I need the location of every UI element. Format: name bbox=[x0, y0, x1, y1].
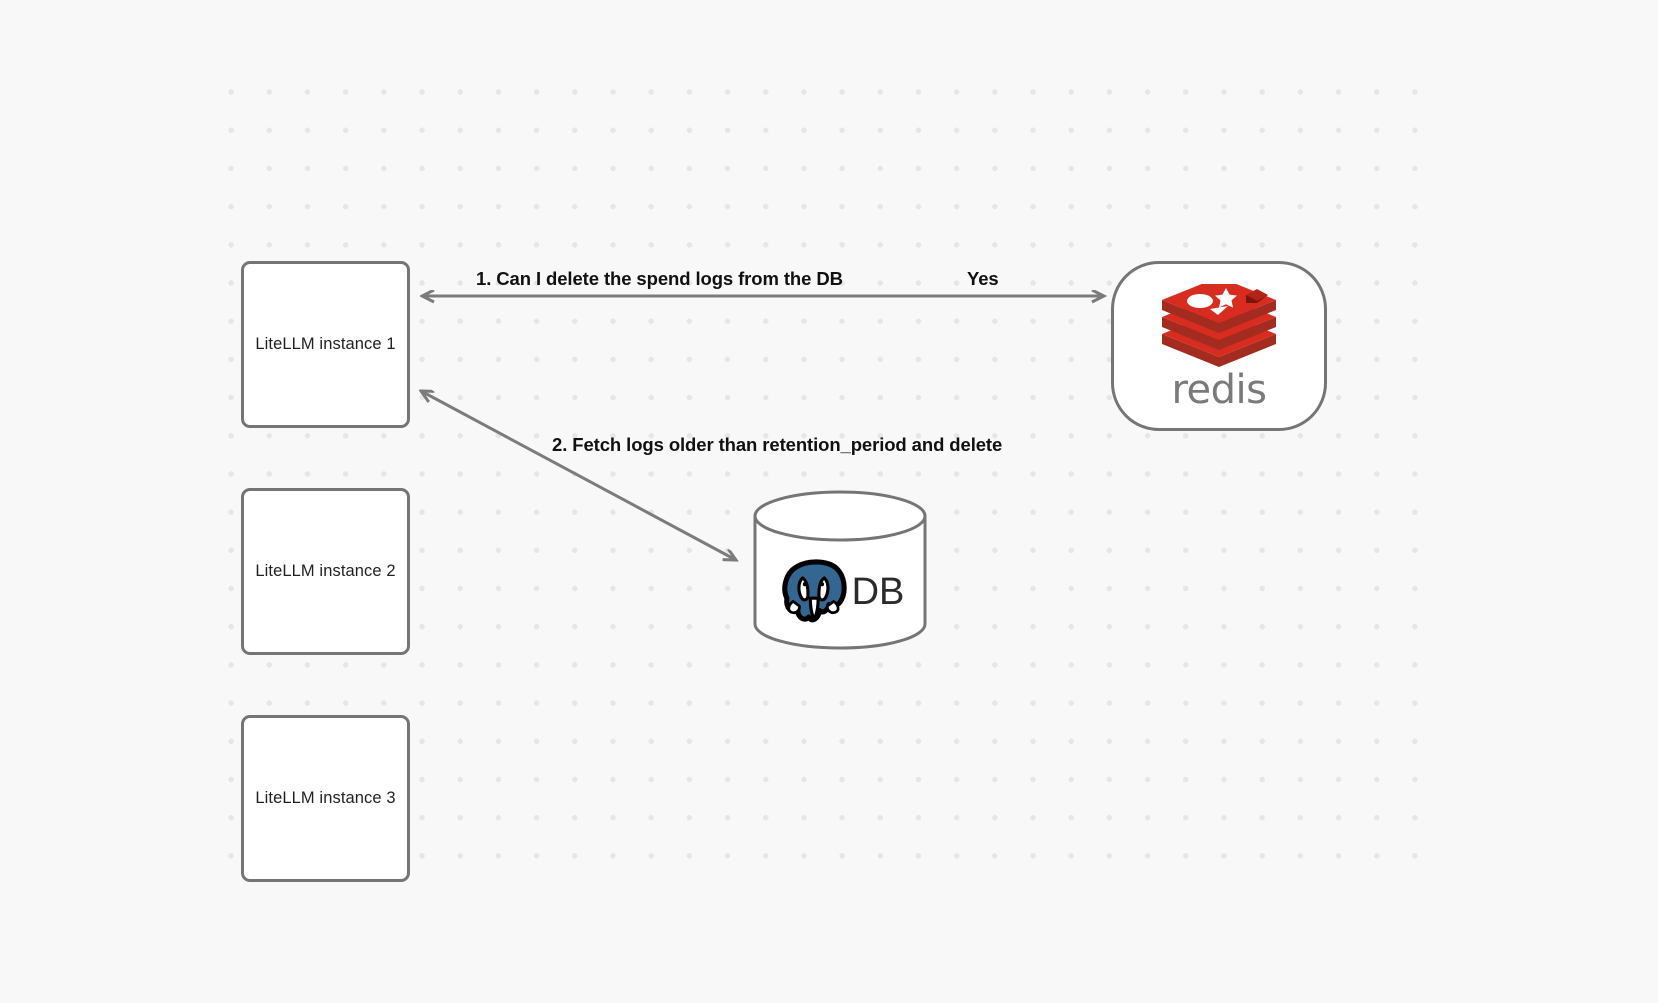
edge-label-yes: Yes bbox=[967, 268, 999, 289]
postgresql-elephant-icon bbox=[781, 559, 847, 623]
edge-label-step-2: 2. Fetch logs older than retention_perio… bbox=[552, 434, 1003, 455]
node-label-litellm-2: LiteLLM instance 2 bbox=[255, 562, 396, 580]
node-litellm-instance-2[interactable]: LiteLLM instance 2 bbox=[241, 488, 410, 655]
node-redis[interactable]: redis bbox=[1111, 261, 1327, 431]
redis-logo-group: redis bbox=[1160, 284, 1278, 410]
node-label-litellm-3: LiteLLM instance 3 bbox=[255, 789, 396, 807]
redis-wordmark: redis bbox=[1171, 367, 1267, 413]
node-label-litellm-1: LiteLLM instance 1 bbox=[255, 335, 396, 353]
edge-label-step-1: 1. Can I delete the spend logs from the … bbox=[476, 268, 843, 289]
edge-llm1-db bbox=[421, 391, 736, 560]
node-litellm-instance-3[interactable]: LiteLLM instance 3 bbox=[241, 715, 410, 882]
node-database[interactable]: DB bbox=[753, 490, 927, 650]
redis-logo-icon bbox=[1162, 284, 1276, 367]
node-litellm-instance-1[interactable]: LiteLLM instance 1 bbox=[241, 261, 410, 428]
database-label: DB bbox=[851, 571, 905, 613]
database-content: DB bbox=[753, 534, 927, 650]
